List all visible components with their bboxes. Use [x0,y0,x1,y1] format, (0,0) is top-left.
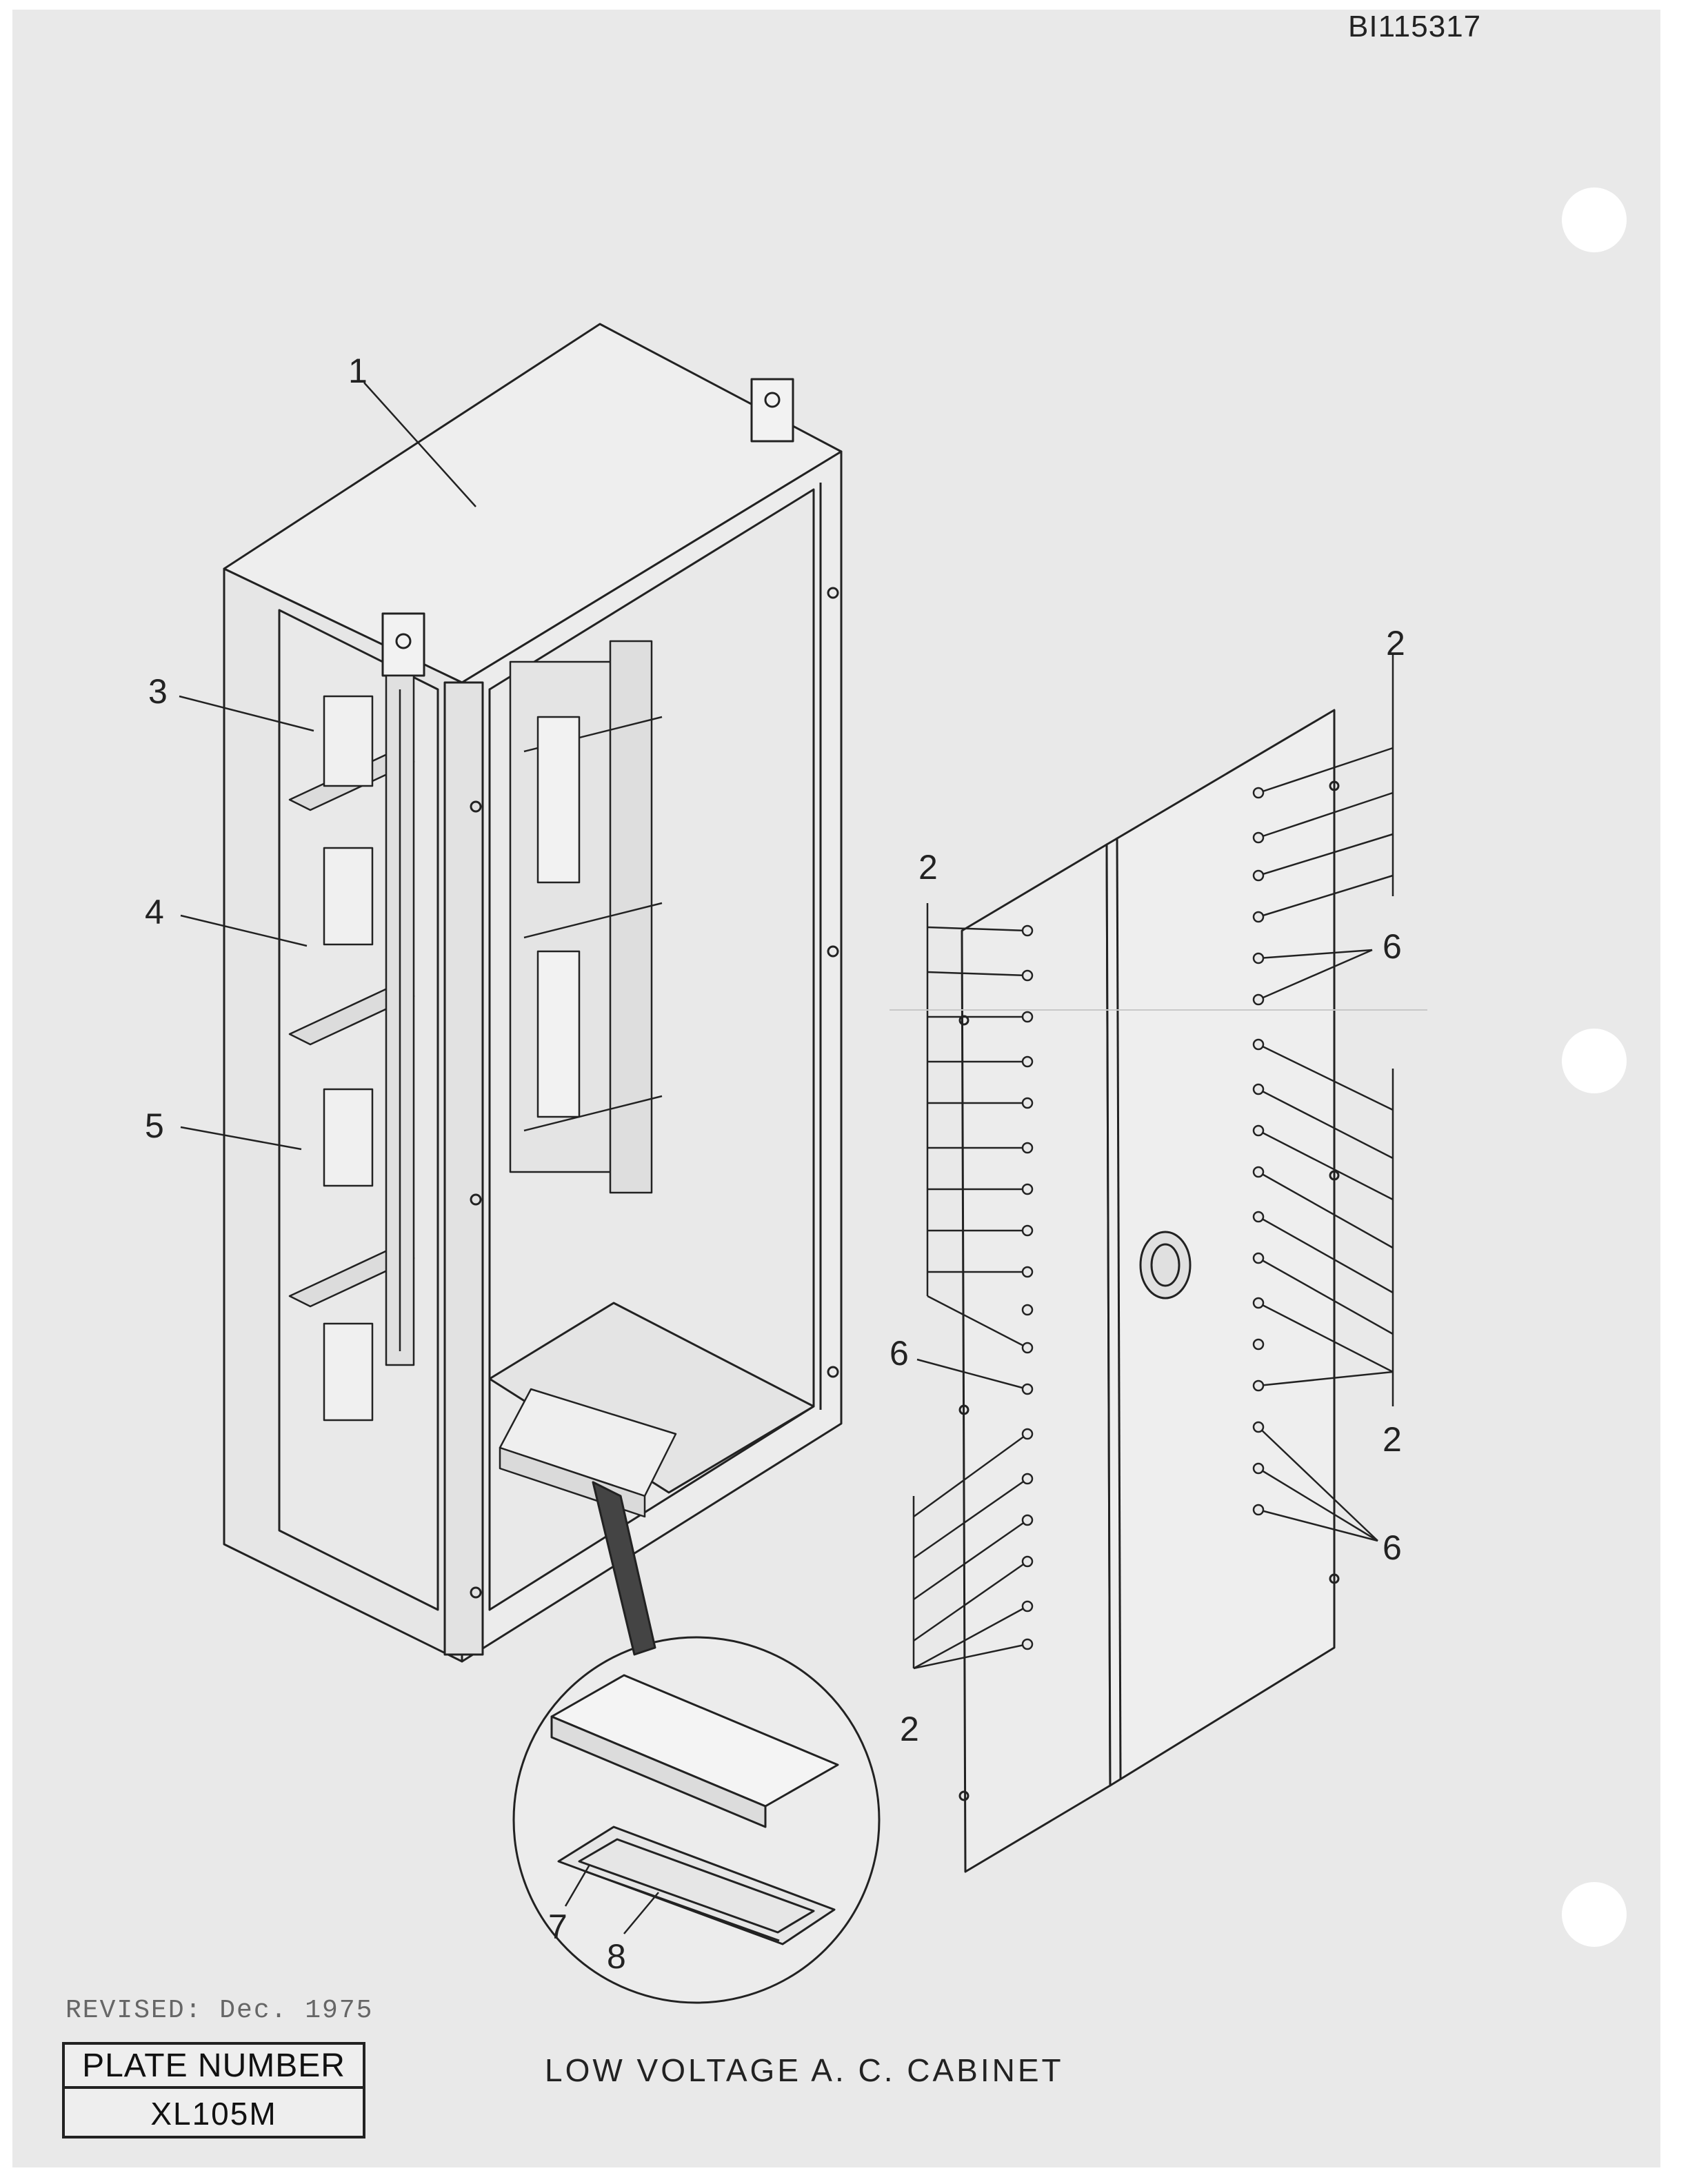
callout-3: 3 [148,672,168,711]
callout-2-lower-right: 2 [1383,1420,1402,1459]
callout-8: 8 [607,1937,626,1976]
document-id: BI115317 [1348,10,1482,43]
binder-hole-middle [1562,1029,1627,1093]
callout-4: 4 [145,893,164,931]
callout-labels: 1 3 4 5 2 2 6 6 2 6 2 7 8 [145,352,1405,1976]
plate-number-value: XL105M [150,2096,277,2132]
binder-hole-bottom [1562,1882,1627,1947]
fasteners [1021,787,1265,1650]
callout-6-lower-right: 6 [1383,1528,1402,1567]
plate-number-label: PLATE NUMBER [65,2045,363,2089]
callout-2-upper-right: 2 [1386,624,1405,663]
callout-5: 5 [145,1106,164,1145]
callout-6-left: 6 [890,1334,909,1373]
door [958,709,1340,1873]
revision-date: REVISED: Dec. 1975 [66,1996,374,2025]
plate-number-box: PLATE NUMBER XL105M [62,2042,365,2138]
drawing-caption: LOW VOLTAGE A. C. CABINET [545,2052,1064,2088]
callout-6-upper-right: 6 [1383,927,1402,966]
detail-view-circle [512,1481,881,2004]
callout-1: 1 [348,352,368,390]
callout-2-lower-left: 2 [900,1710,919,1748]
callout-7: 7 [548,1908,567,1946]
callout-2-upper-left: 2 [918,848,938,887]
binder-hole-top [1562,188,1627,252]
leader-lines [179,382,1394,1934]
